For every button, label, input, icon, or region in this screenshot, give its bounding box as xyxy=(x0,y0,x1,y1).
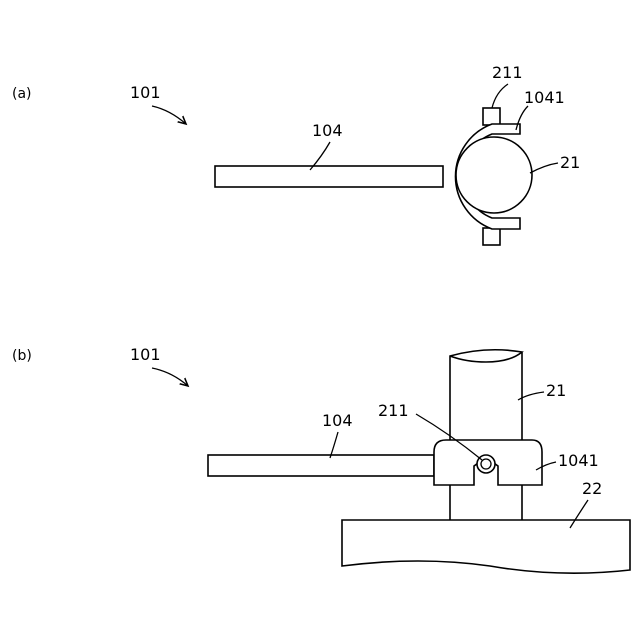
leader-pipe-a xyxy=(530,163,558,173)
panel-label-a: (a) xyxy=(12,86,32,102)
base-22 xyxy=(342,520,630,573)
ref-assembly-b: 101 xyxy=(130,345,161,364)
figure-b: (b) 101 211 104 21 1041 22 xyxy=(12,345,630,573)
pipe-21-a xyxy=(456,137,532,213)
assembly-arrow-b xyxy=(152,368,188,386)
leader-bar-b xyxy=(330,432,338,458)
ref-bar-b: 104 xyxy=(322,411,353,430)
ref-bar-a: 104 xyxy=(312,121,343,140)
pipe-21-b xyxy=(450,350,522,520)
bar-104-a xyxy=(215,166,443,187)
ref-pin-a: 211 xyxy=(492,63,523,82)
pin-211-top xyxy=(483,108,500,125)
ref-pipe-a: 21 xyxy=(560,153,580,172)
assembly-arrow-a xyxy=(152,106,186,124)
ref-clamp-b: 1041 xyxy=(558,451,599,470)
leader-pin-a xyxy=(492,84,508,108)
ref-clamp-a: 1041 xyxy=(524,88,565,107)
bar-104-b xyxy=(208,455,434,476)
ref-pipe-b: 21 xyxy=(546,381,566,400)
panel-label-b: (b) xyxy=(12,348,32,364)
ref-pin-b: 211 xyxy=(378,401,409,420)
ref-assembly-a: 101 xyxy=(130,83,161,102)
figure-a: (a) 101 211 1041 21 104 xyxy=(12,63,580,245)
pin-211-bottom xyxy=(483,228,500,245)
ref-base-b: 22 xyxy=(582,479,602,498)
